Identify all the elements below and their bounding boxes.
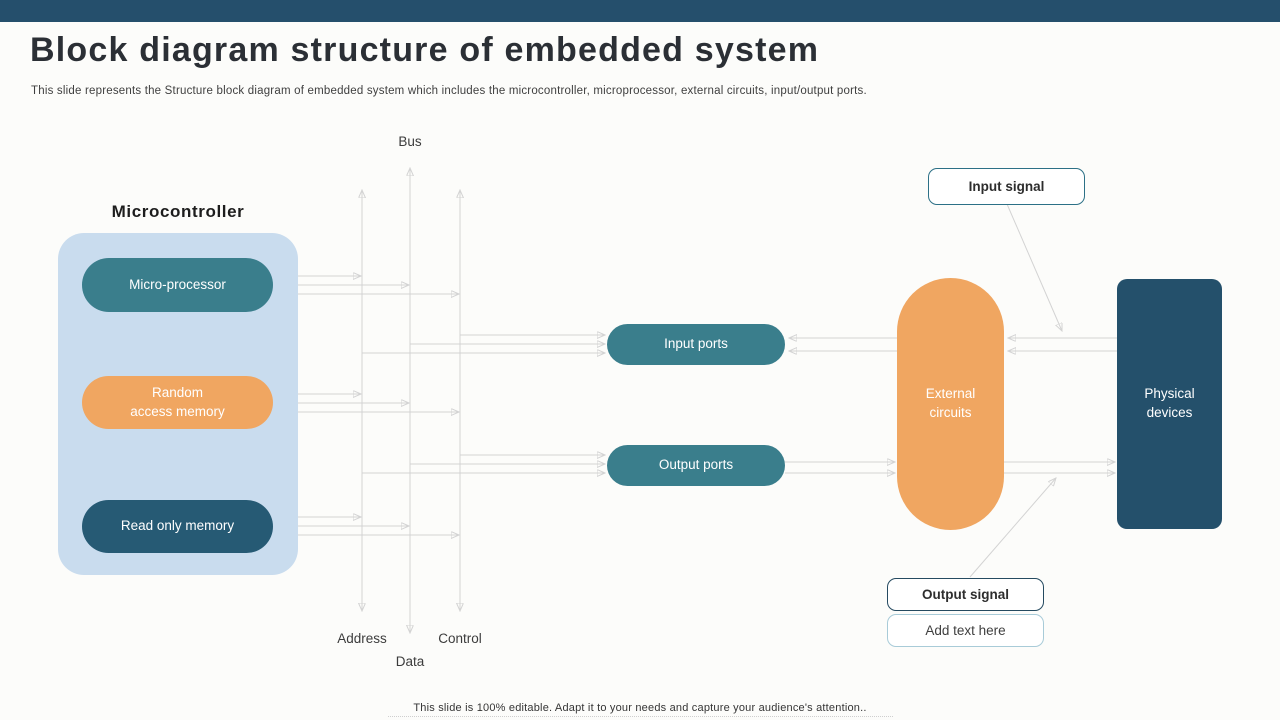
- data-label: Data: [395, 654, 425, 669]
- input-signal-box: Input signal: [928, 168, 1085, 205]
- footer-note: This slide is 100% editable. Adapt it to…: [413, 702, 867, 714]
- top-accent-bar: [0, 0, 1280, 22]
- ram-block: Random access memory: [82, 376, 273, 429]
- bus-label: Bus: [398, 134, 422, 149]
- footer-divider: [388, 716, 893, 717]
- rom-block: Read only memory: [82, 500, 273, 553]
- microprocessor-block: Micro-processor: [82, 258, 273, 312]
- add-text-placeholder: Add text here: [887, 614, 1044, 647]
- external-circuits-label: External circuits: [925, 386, 976, 420]
- external-circuits-block: External circuits: [897, 278, 1004, 530]
- input-ports-block: Input ports: [607, 324, 785, 365]
- input-signal-label: Input signal: [968, 179, 1045, 194]
- control-label: Control: [438, 631, 482, 646]
- page-title: Block diagram structure of embedded syst…: [30, 31, 820, 69]
- add-text-label: Add text here: [925, 623, 1006, 638]
- output-ports-label: Output ports: [658, 457, 734, 473]
- address-label: Address: [337, 631, 387, 646]
- page-subtitle: This slide represents the Structure bloc…: [31, 85, 867, 97]
- rom-label: Read only memory: [120, 518, 235, 534]
- output-signal-label: Output signal: [922, 587, 1009, 602]
- output-ports-block: Output ports: [607, 445, 785, 486]
- output-signal-box: Output signal: [887, 578, 1044, 611]
- microprocessor-label: Micro-processor: [129, 276, 226, 292]
- physical-devices-label: Physical devices: [1144, 386, 1195, 420]
- physical-devices-block: Physical devices: [1117, 279, 1222, 529]
- input-ports-label: Input ports: [664, 336, 728, 352]
- ram-label: Random access memory: [130, 385, 225, 419]
- microcontroller-heading: Microcontroller: [111, 202, 245, 221]
